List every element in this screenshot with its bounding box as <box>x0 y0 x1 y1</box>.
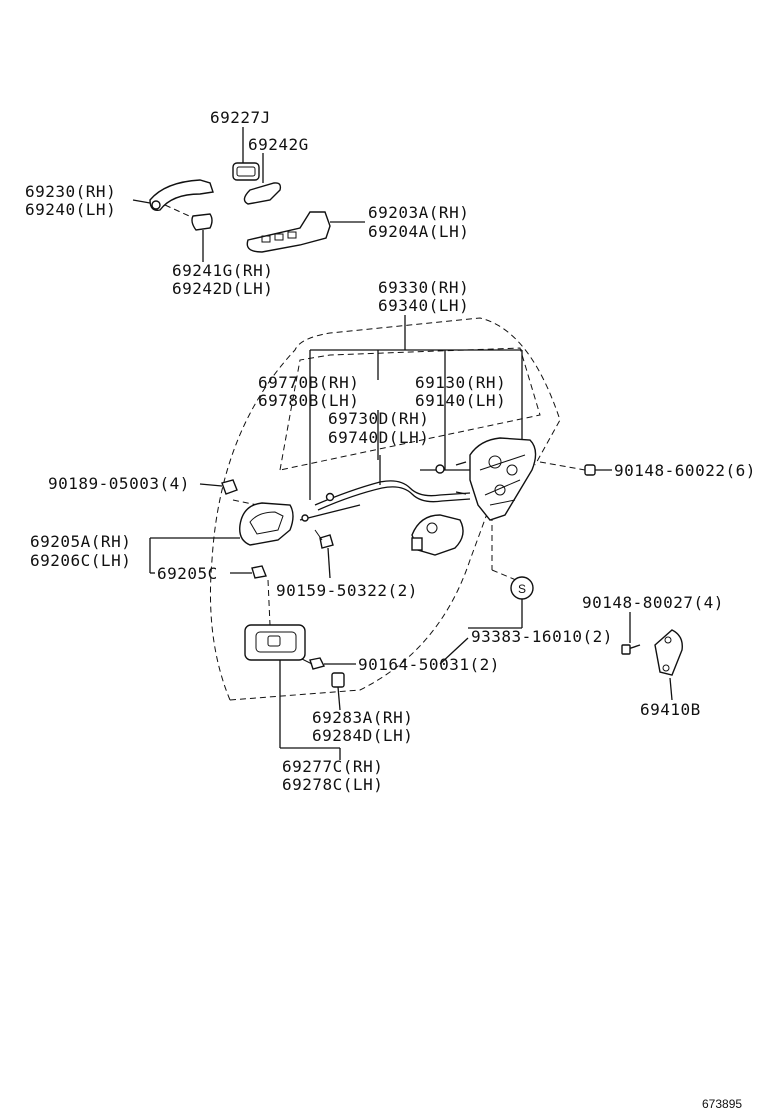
label-69206C: 69206C(LH) <box>30 551 131 570</box>
screw-90159[interactable] <box>314 529 334 579</box>
label-69740D: 69740D(LH) <box>328 428 429 447</box>
lock-bracket-lines <box>309 315 523 500</box>
label-69130: 69130(RH) <box>415 373 506 392</box>
label-69330: 69330(RH) <box>378 278 469 297</box>
label-69277C: 69277C(RH) <box>282 757 383 776</box>
screw-90148-80027[interactable] <box>621 612 641 655</box>
lock-actuator[interactable] <box>411 514 464 556</box>
label-69242D: 69242D(LH) <box>172 279 273 298</box>
rods-and-cables <box>299 455 471 522</box>
label-69203A: 69203A(RH) <box>368 203 469 222</box>
handle-pad-69242G[interactable] <box>243 182 282 205</box>
label-90159: 90159-50322(2) <box>276 581 418 600</box>
label-90189: 90189-05003(4) <box>48 474 190 493</box>
outside-handle-69230[interactable] <box>149 179 214 211</box>
label-69730D: 69730D(RH) <box>328 409 429 428</box>
s-marker: S <box>468 576 534 629</box>
label-69284D: 69284D(LH) <box>312 726 413 745</box>
label-69283A: 69283A(RH) <box>312 708 413 727</box>
label-90148-80027: 90148-80027(4) <box>582 593 724 612</box>
plug-69283A[interactable] <box>331 672 345 711</box>
label-69204A: 69204A(LH) <box>368 222 469 241</box>
striker-69410B[interactable] <box>654 629 683 701</box>
door-lock-assembly[interactable] <box>455 437 537 521</box>
label-69278C: 69278C(LH) <box>282 775 383 794</box>
inside-handle-69205A[interactable] <box>149 502 294 574</box>
label-69205C: 69205C <box>157 564 218 583</box>
label-69770B: 69770B(RH) <box>258 373 359 392</box>
label-93383: 93383-16010(2) <box>471 627 613 646</box>
label-69230: 69230(RH) <box>25 182 116 201</box>
s-marker-label: S <box>518 582 526 596</box>
label-69240: 69240(LH) <box>25 200 116 219</box>
inside-handle-bezel-69277C[interactable] <box>244 624 341 760</box>
label-69241G: 69241G(RH) <box>172 261 273 280</box>
label-69410B: 69410B <box>640 700 701 719</box>
diagram-id: 673895 <box>702 1097 742 1111</box>
label-90148-60022: 90148-60022(6) <box>614 461 756 480</box>
label-69205A: 69205A(RH) <box>30 532 131 551</box>
screw-90189[interactable] <box>199 479 238 495</box>
label-90164: 90164-50031(2) <box>358 655 500 674</box>
label-69140: 69140(LH) <box>415 391 506 410</box>
label-69780B: 69780B(LH) <box>258 391 359 410</box>
clip-69205C[interactable] <box>230 565 267 579</box>
label-69227J: 69227J <box>210 108 271 127</box>
handle-pad-69241G[interactable] <box>191 213 213 231</box>
label-69242G: 69242G <box>248 135 309 154</box>
outside-handle-group <box>132 127 365 262</box>
label-69340: 69340(LH) <box>378 296 469 315</box>
screw-90148-60022[interactable] <box>539 461 612 476</box>
